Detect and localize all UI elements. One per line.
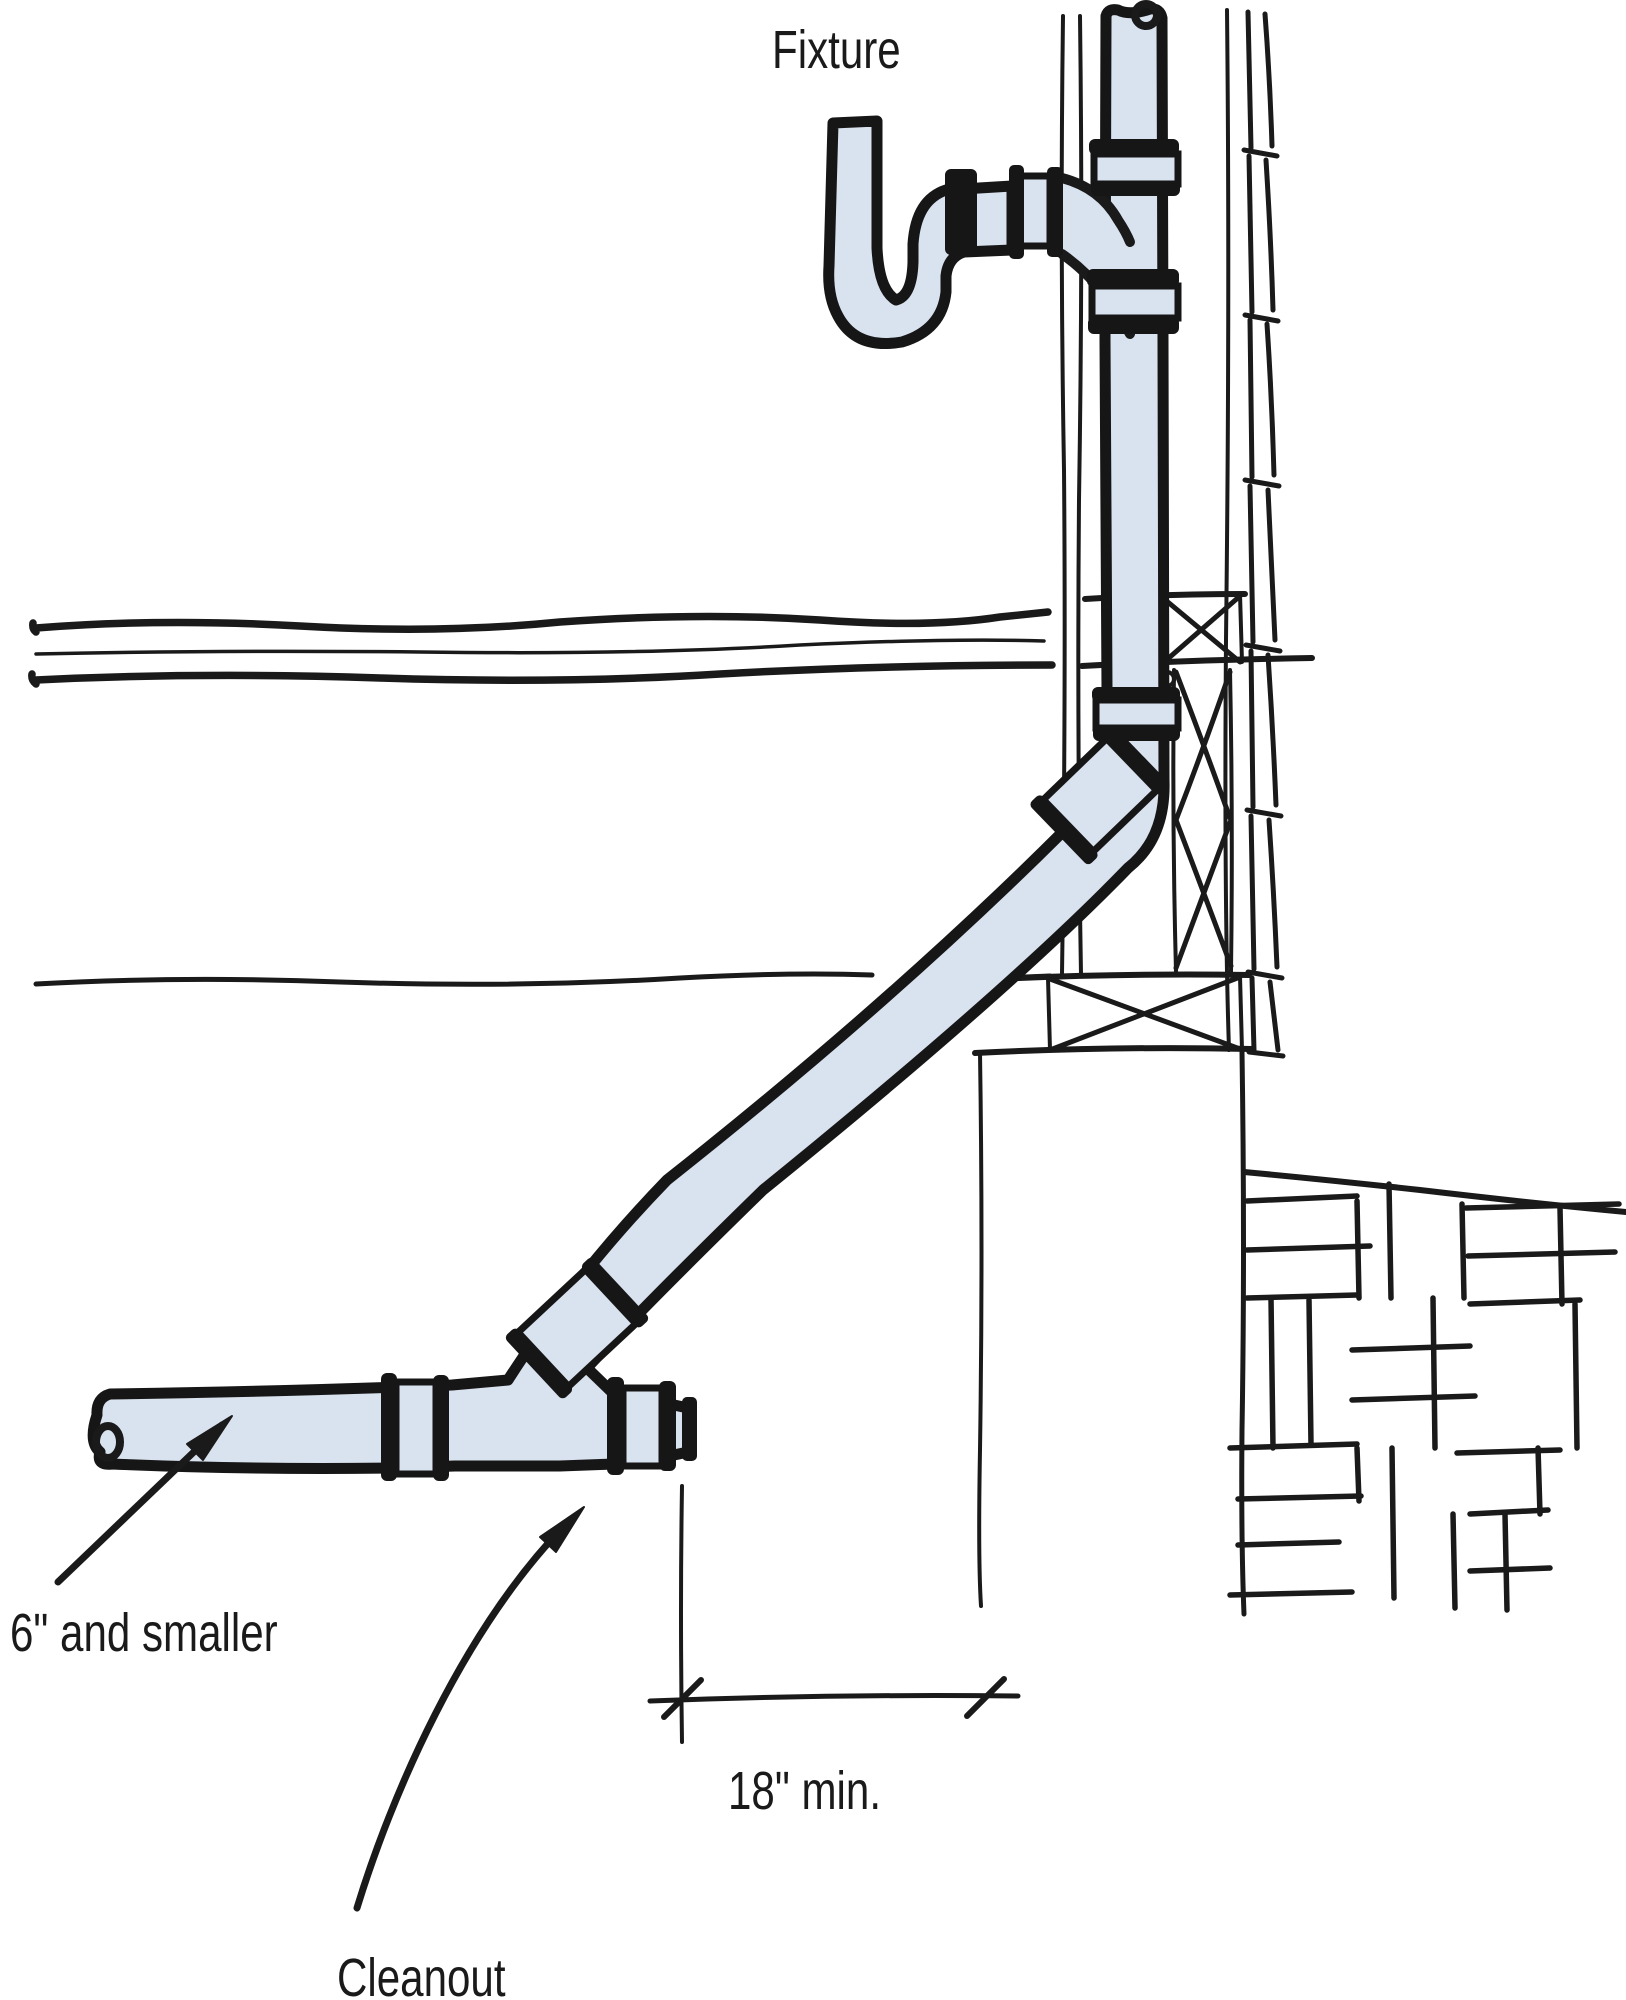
stack-hub-lower xyxy=(1087,269,1182,334)
p-trap xyxy=(823,115,1018,349)
dimension-tick-right xyxy=(964,1676,1007,1719)
diagonal-coupling xyxy=(505,1257,649,1399)
stack-hub-upper xyxy=(1089,139,1182,196)
pipe-size-arrow xyxy=(54,1415,233,1586)
wye-inlet-hub xyxy=(381,1373,449,1481)
dimension-18-min xyxy=(647,1484,1021,1744)
cleanout-label: Cleanout xyxy=(337,1948,506,2000)
dimension-label: 18" min. xyxy=(728,1761,881,1821)
cleanout-cap-face xyxy=(682,1397,697,1461)
first-floor-lines xyxy=(28,608,1056,688)
elbow-diagonal-hub xyxy=(1030,725,1170,865)
dimension-tick-left xyxy=(661,1677,704,1720)
sill-cross-brace xyxy=(972,971,1255,1056)
drain-stack-and-building-drain xyxy=(87,3,1170,1474)
fixture-label: Fixture xyxy=(772,20,901,80)
cleanout-hub-and-plug xyxy=(607,1377,697,1475)
tee-branch-hub xyxy=(1009,165,1063,259)
clapboard-siding xyxy=(1241,9,1286,1059)
trap-slip-nut xyxy=(945,169,977,255)
cleanout-arrow xyxy=(353,1506,585,1912)
stack-open-top xyxy=(1131,0,1161,30)
drain-open-end xyxy=(92,1422,124,1462)
stud-bay-cross-bracing xyxy=(1171,668,1234,974)
elbow-bell-hub xyxy=(1092,687,1182,741)
foundation-wall xyxy=(977,1049,1247,1617)
exterior-sheathing-line xyxy=(1223,8,1231,1052)
masonry-hatch xyxy=(1227,1169,1626,1613)
pipe-size-label: 6" and smaller xyxy=(10,1603,278,1663)
